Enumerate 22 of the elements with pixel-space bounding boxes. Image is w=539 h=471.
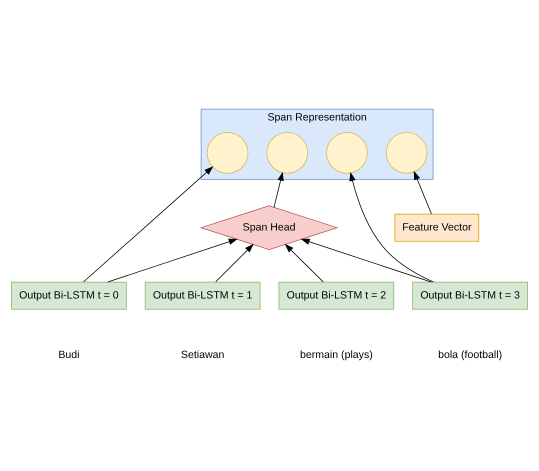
arrow xyxy=(83,166,214,282)
arrow xyxy=(284,243,324,282)
node-circle xyxy=(266,132,308,174)
node-label: Budi xyxy=(58,348,80,361)
arrow xyxy=(107,238,238,282)
arrow xyxy=(349,171,434,282)
node-circle xyxy=(326,132,368,174)
node-box: Output Bi-LSTM t = 2 xyxy=(278,281,394,310)
node-label: bermain (plays) xyxy=(300,348,373,361)
node-box: Output Bi-LSTM t = 3 xyxy=(412,281,528,310)
arrow xyxy=(414,170,432,214)
node-circle xyxy=(386,132,428,174)
node-label: bola (football) xyxy=(438,348,502,361)
node-box: Output Bi-LSTM t = 0 xyxy=(11,281,127,310)
node-diamond: Span Head xyxy=(200,204,338,250)
node-label: Setiawan xyxy=(180,348,224,361)
arrow xyxy=(274,171,284,208)
arrow xyxy=(215,243,254,282)
node-box: Output Bi-LSTM t = 1 xyxy=(144,281,260,310)
arrow xyxy=(300,238,432,282)
node-circle xyxy=(206,132,248,174)
node-box: Feature Vector xyxy=(394,213,480,242)
